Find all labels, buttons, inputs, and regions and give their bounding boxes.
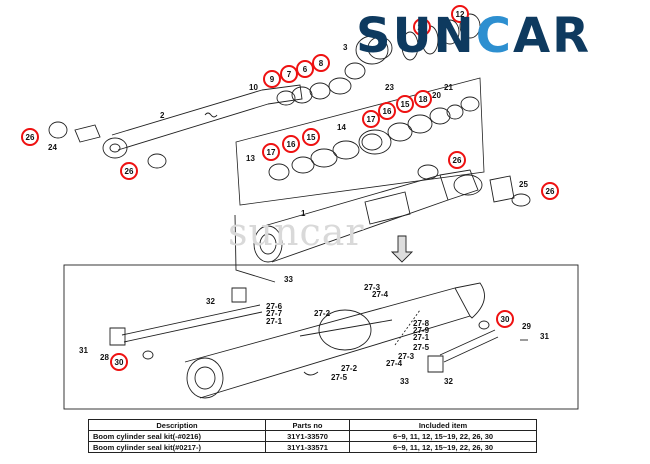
piston-panel [235,77,485,206]
callout-7: 7 [280,65,298,83]
callout-30-a: 30 [496,310,514,328]
label-1: 1 [301,209,306,218]
svg-text:7: 7 [287,70,292,79]
row-included-item: 6~9, 11, 12, 15~19, 22, 26, 30 [349,430,537,442]
part-number-labels: 3 23 10 2 24 21 20 19 14 13 1 25 33 32 2… [48,43,549,386]
label-29: 29 [522,322,531,331]
callout-30-b: 30 [110,353,128,371]
label-25: 25 [519,180,528,189]
label-27-1b: 27-1 [413,333,430,342]
seal-kit-table: Description Parts no Included item Boom … [88,419,537,453]
label-3: 3 [343,43,348,52]
header-included-item: Included item [349,419,537,431]
svg-text:26: 26 [453,156,462,165]
svg-text:30: 30 [501,315,510,324]
row-parts-no: 31Y1-33570 [265,430,350,442]
label-27-9: 27-9 [413,326,430,335]
label-27-2b: 27-2 [341,364,358,373]
piston-rod [48,84,303,169]
callout-18: 18 [414,90,432,108]
callout-26-c: 26 [448,151,466,169]
label-31a: 31 [79,346,88,355]
label-13: 13 [246,154,255,163]
rod-cover-assembly [355,13,481,65]
label-27-1a: 27-1 [266,317,283,326]
header-parts-no: Parts no [265,419,350,431]
label-27-3b: 27-3 [398,352,415,361]
callout-15-b: 15 [302,128,320,146]
label-27-4a: 27-4 [372,290,389,299]
svg-text:30: 30 [115,358,124,367]
label-27-5a: 27-5 [413,343,430,352]
label-10: 10 [249,83,258,92]
seal-kit-callouts: 12 22 9 7 6 8 26 26 17 16 15 17 16 15 18… [21,5,559,371]
svg-text:26: 26 [546,187,555,196]
svg-text:26: 26 [26,133,35,142]
cylinder-tube [234,164,531,283]
label-27-8: 27-8 [413,319,430,328]
brand-logo: SUNCAR [356,8,592,64]
svg-text:9: 9 [270,75,275,84]
label-33a: 33 [284,275,293,284]
label-32a: 32 [206,297,215,306]
label-2: 2 [160,111,165,120]
label-31b: 31 [540,332,549,341]
label-27-2a: 27-2 [314,309,331,318]
label-27-5b: 27-5 [331,373,348,382]
label-27-6: 27-6 [266,302,283,311]
label-28: 28 [100,353,109,362]
callout-17-a: 17 [362,110,380,128]
callout-8: 8 [312,54,330,72]
svg-text:15: 15 [401,100,410,109]
rod-seal-rings [276,62,366,106]
watermark: suncar [228,210,365,254]
svg-text:16: 16 [383,107,392,116]
label-33b: 33 [400,377,409,386]
svg-text:17: 17 [267,148,276,157]
table-header-row: Description Parts no Included item [88,419,537,431]
callout-26-b: 26 [120,162,138,180]
callout-9: 9 [263,70,281,88]
detail-frame [63,264,579,410]
svg-text:12: 12 [456,10,465,19]
svg-text:8: 8 [319,59,324,68]
row-parts-no: 31Y1-33571 [265,441,350,453]
svg-text:15: 15 [307,133,316,142]
svg-text:22: 22 [418,23,427,32]
label-27-4b: 27-4 [386,359,403,368]
lower-cylinder-detail [109,282,528,399]
svg-text:18: 18 [419,95,428,104]
table-row: Boom cylinder seal kit(#0217-) 31Y1-3357… [88,441,537,453]
label-20: 20 [432,91,441,100]
header-description: Description [88,419,266,431]
svg-text:16: 16 [287,140,296,149]
callout-16-b: 16 [282,135,300,153]
detail-arrow [390,235,414,263]
callout-26-a: 26 [21,128,39,146]
label-14: 14 [337,123,346,132]
callout-17-b: 17 [262,143,280,161]
row-description: Boom cylinder seal kit(#0217-) [88,441,266,453]
row-description: Boom cylinder seal kit(-#0216) [88,430,266,442]
svg-text:17: 17 [367,115,376,124]
callout-15-a: 15 [396,95,414,113]
label-23: 23 [385,83,394,92]
table-row: Boom cylinder seal kit(-#0216) 31Y1-3357… [88,430,537,442]
callout-26-d: 26 [541,182,559,200]
callout-6: 6 [296,60,314,78]
svg-text:26: 26 [125,167,134,176]
callout-12: 12 [451,5,469,23]
label-21: 21 [444,83,453,92]
label-27-3a: 27-3 [364,283,381,292]
label-32b: 32 [444,377,453,386]
label-24: 24 [48,143,57,152]
label-27-7: 27-7 [266,309,283,318]
callout-22: 22 [413,18,431,36]
row-included-item: 6~9, 11, 12, 15~19, 22, 26, 30 [349,441,537,453]
callout-16-a: 16 [378,102,396,120]
svg-text:6: 6 [303,65,308,74]
